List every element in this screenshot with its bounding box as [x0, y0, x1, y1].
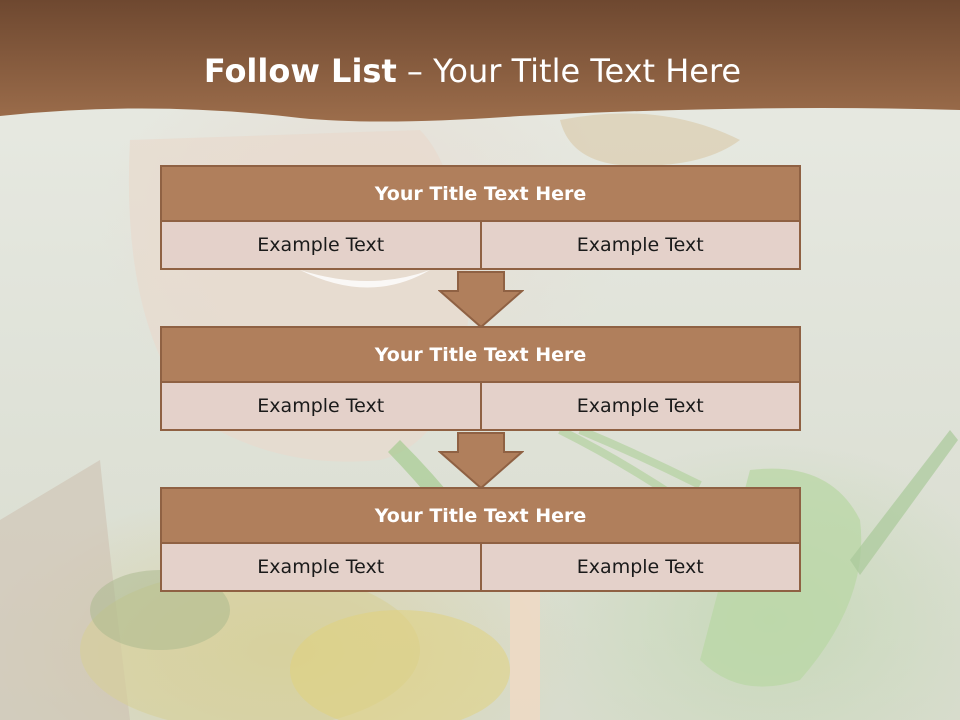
- block-cell-left: Example Text: [160, 383, 482, 431]
- slide-title-rest: – Your Title Text Here: [396, 52, 742, 90]
- block-cell-left: Example Text: [160, 222, 482, 270]
- block-title: Your Title Text Here: [160, 165, 801, 222]
- down-arrow-2: [438, 432, 524, 490]
- block-cell-right: Example Text: [481, 222, 801, 270]
- slide-title-bold: Follow List: [203, 52, 397, 90]
- block-row: Example Text Example Text: [160, 383, 801, 431]
- block-cell-right: Example Text: [481, 383, 801, 431]
- slide-title: Follow List – Your Title Text Here: [0, 52, 945, 90]
- list-block-2: Your Title Text Here Example Text Exampl…: [160, 326, 801, 431]
- header-band: [0, 0, 960, 122]
- block-title: Your Title Text Here: [160, 326, 801, 383]
- block-row: Example Text Example Text: [160, 544, 801, 592]
- list-block-1: Your Title Text Here Example Text Exampl…: [160, 165, 801, 270]
- block-cell-left: Example Text: [160, 544, 482, 592]
- block-row: Example Text Example Text: [160, 222, 801, 270]
- list-block-3: Your Title Text Here Example Text Exampl…: [160, 487, 801, 592]
- down-arrow-1: [438, 271, 524, 329]
- block-cell-right: Example Text: [481, 544, 801, 592]
- block-title: Your Title Text Here: [160, 487, 801, 544]
